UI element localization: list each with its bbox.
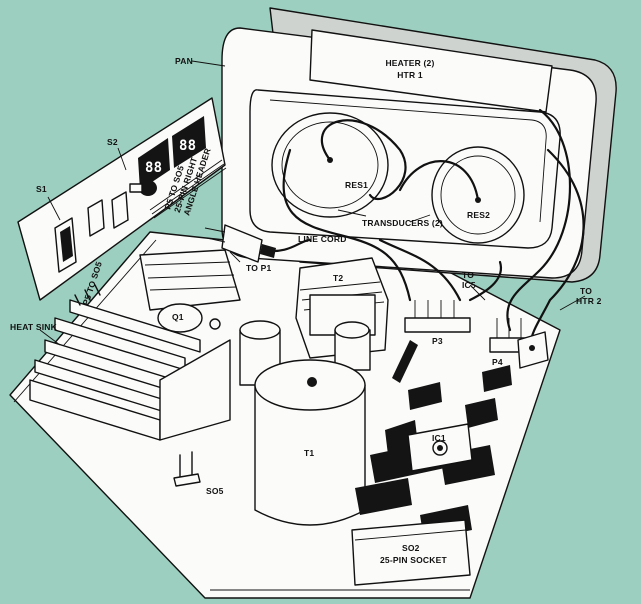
digit-display-2-value: 88 <box>179 138 196 154</box>
label-transducers: TRANSDUCERS (2) <box>362 218 443 228</box>
switch-s1[interactable] <box>54 217 77 273</box>
capacitor-right <box>334 321 371 371</box>
socket-so2 <box>351 519 471 586</box>
label-p4: P4 <box>492 357 503 367</box>
label-to-htr2-2: HTR 2 <box>576 296 602 306</box>
leaders <box>39 60 586 346</box>
regulator <box>517 331 549 369</box>
transducer-res1 <box>271 112 389 218</box>
header-p3 <box>404 300 471 333</box>
label-heater-1: HEATER (2) <box>385 58 434 68</box>
digit-display-2: 88 <box>172 116 206 168</box>
digit-display-1-value: 88 <box>145 160 162 176</box>
ic1 <box>407 423 473 472</box>
transformer-t1 <box>254 359 366 526</box>
label-to-htr2-1: TO <box>580 286 592 296</box>
label-s2: S2 <box>107 137 118 147</box>
label-p3: P3 <box>432 336 443 346</box>
header-p5-pins <box>74 284 101 306</box>
label-t1: T1 <box>304 448 314 458</box>
label-heater-2: HTR 1 <box>397 70 423 80</box>
knob[interactable] <box>129 180 157 196</box>
line-cord-plug <box>204 224 312 263</box>
resistor-black <box>392 340 418 383</box>
label-so5: SO5 <box>206 486 224 496</box>
label-pan: PAN <box>175 56 193 66</box>
label-to-p1: TO P1 <box>246 263 271 273</box>
label-to-ic5-1: TO <box>462 270 474 280</box>
label-25-pin-socket: 25-PIN SOCKET <box>380 555 447 565</box>
label-t2: T2 <box>333 273 343 283</box>
label-res2: RES2 <box>467 210 490 220</box>
transformer-t2-stack <box>139 249 241 311</box>
transistor-q1 <box>157 303 221 333</box>
heat-sink <box>29 299 231 441</box>
transducer-wires <box>282 108 585 347</box>
label-s1: S1 <box>36 184 47 194</box>
label-line-cord: LINE CORD <box>298 234 347 244</box>
header-pins <box>149 159 227 219</box>
socket-so5 <box>173 451 201 487</box>
label-so2: SO2 <box>402 543 420 553</box>
label-q1: Q1 <box>172 312 184 322</box>
switch-s2-toggle[interactable] <box>87 191 129 237</box>
label-ic1: IC1 <box>432 433 446 443</box>
label-res1: RES1 <box>345 180 368 190</box>
label-to-ic5-2: IC5 <box>462 280 476 290</box>
digit-display-1: 88 <box>138 138 170 190</box>
display-board: 88 88 <box>17 97 227 301</box>
label-heat-sink: HEAT SINK <box>10 322 58 332</box>
